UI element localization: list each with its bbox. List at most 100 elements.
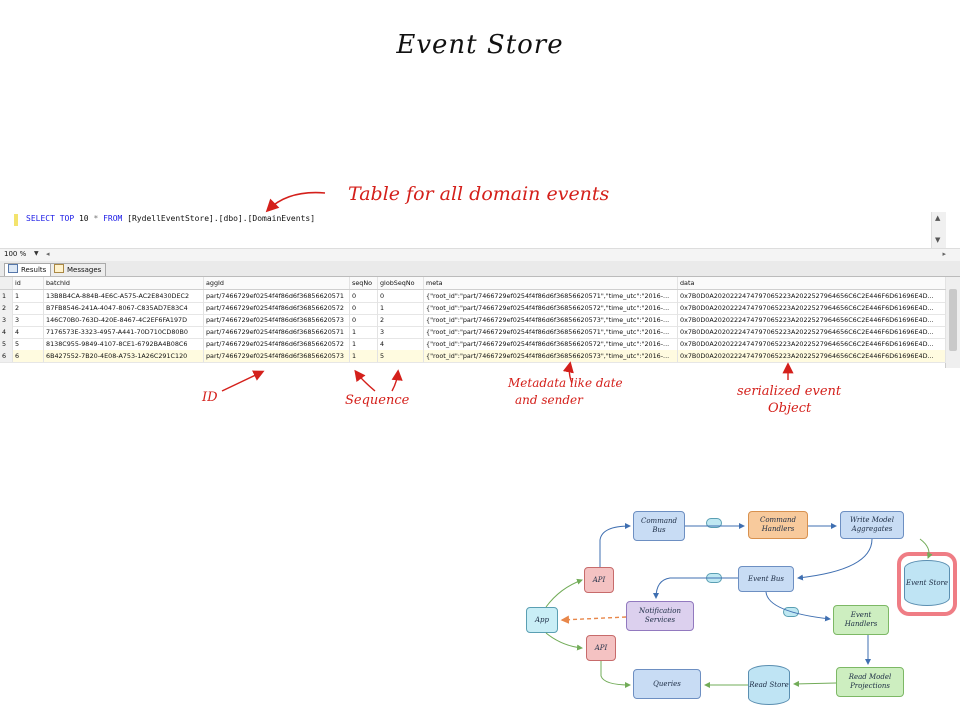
sql-management-screenshot: SELECT TOP 10 * FROM [RydellEventStore].… <box>0 212 960 368</box>
cell-aggid[interactable]: part/7466729ef0254f4f86d6f36856620572 <box>204 338 350 350</box>
table-arrow <box>265 191 326 213</box>
read-model-projections-node: Read Model Projections <box>836 667 904 697</box>
command-bus-node: Command Bus <box>633 511 685 541</box>
cell-globseqno[interactable]: 0 <box>378 290 424 302</box>
editor-scrollbar[interactable]: ▲ ▼ <box>931 212 946 248</box>
annotation-id: ID <box>202 390 218 405</box>
cell-rownum[interactable]: 6 <box>0 350 13 362</box>
column-header-globseqno[interactable]: globSeqNo <box>378 277 424 289</box>
column-header-id[interactable]: id <box>13 277 44 289</box>
column-header-aggid[interactable]: aggId <box>204 277 350 289</box>
cell-aggid[interactable]: part/7466729ef0254f4f86d6f36856620572 <box>204 302 350 314</box>
app-to-api-top <box>545 578 583 608</box>
cell-id[interactable]: 4 <box>13 326 44 338</box>
cell-data[interactable]: 0x7B0D0A2020222474797065223A202252796465… <box>678 350 946 362</box>
cell-seqno[interactable]: 0 <box>350 314 378 326</box>
column-header-batchid[interactable]: batchId <box>44 277 204 289</box>
cell-seqno[interactable]: 0 <box>350 290 378 302</box>
cell-rownum[interactable]: 4 <box>0 326 13 338</box>
cell-meta[interactable]: {"root_id":"part/7466729ef0254f4f86d6f36… <box>424 314 678 326</box>
cell-batchid[interactable]: 7176573E-3323-4957-A441-70D710CD80B0 <box>44 326 204 338</box>
cell-aggid[interactable]: part/7466729ef0254f4f86d6f36856620573 <box>204 350 350 362</box>
cell-rownum[interactable]: 5 <box>0 338 13 350</box>
scroll-left-icon[interactable]: ◂ <box>46 250 50 258</box>
cell-id[interactable]: 6 <box>13 350 44 362</box>
cell-meta[interactable]: {"root_id":"part/7466729ef0254f4f86d6f36… <box>424 338 678 350</box>
zoom-level[interactable]: 100 % <box>4 250 27 258</box>
annotation-serialized-2: Object <box>768 401 812 416</box>
cell-data[interactable]: 0x7B0D0A2020222474797065223A202252796465… <box>678 326 946 338</box>
column-header-meta[interactable]: meta <box>424 277 678 289</box>
cell-batchid[interactable]: 6B427552-7B20-4E08-A753-1A26C291C120 <box>44 350 204 362</box>
cell-meta[interactable]: {"root_id":"part/7466729ef0254f4f86d6f36… <box>424 290 678 302</box>
read-store-node: Read Store <box>748 665 790 705</box>
grid-icon <box>8 264 18 273</box>
scroll-up-icon[interactable]: ▲ <box>935 214 941 222</box>
command-handlers-node: Command Handlers <box>748 511 808 539</box>
cell-meta[interactable]: {"root_id":"part/7466729ef0254f4f86d6f36… <box>424 350 678 362</box>
scroll-right-icon[interactable]: ▸ <box>942 250 946 258</box>
cell-data[interactable]: 0x7B0D0A2020222474797065223A202252796465… <box>678 338 946 350</box>
cell-meta[interactable]: {"root_id":"part/7466729ef0254f4f86d6f36… <box>424 326 678 338</box>
cell-globseqno[interactable]: 3 <box>378 326 424 338</box>
cell-batchid[interactable]: B7FB8546-241A-4047-8067-C835AD7E83C4 <box>44 302 204 314</box>
cell-batchid[interactable]: 146C70B0-763D-420E-8467-4C2EF6FA197D <box>44 314 204 326</box>
cell-globseqno[interactable]: 4 <box>378 338 424 350</box>
editor-margin-marker <box>14 214 18 226</box>
event-store-node: Event Store <box>904 560 950 606</box>
cell-id[interactable]: 1 <box>13 290 44 302</box>
cell-aggid[interactable]: part/7466729ef0254f4f86d6f36856620573 <box>204 314 350 326</box>
cell-data[interactable]: 0x7B0D0A2020222474797065223A202252796465… <box>678 290 946 302</box>
scroll-down-icon[interactable]: ▼ <box>935 236 941 244</box>
cell-seqno[interactable]: 1 <box>350 350 378 362</box>
tab-results[interactable]: Results <box>4 263 52 276</box>
cell-seqno[interactable]: 1 <box>350 338 378 350</box>
cell-meta[interactable]: {"root_id":"part/7466729ef0254f4f86d6f36… <box>424 302 678 314</box>
cell-batchid[interactable]: 13B8B4CA-884B-4E6C-A575-AC2E8430DEC2 <box>44 290 204 302</box>
cell-data[interactable]: 0x7B0D0A2020222474797065223A202252796465… <box>678 314 946 326</box>
cell-seqno[interactable]: 1 <box>350 326 378 338</box>
column-header-data[interactable]: data <box>678 277 946 289</box>
event-bus-node: Event Bus <box>738 566 794 592</box>
app-node: App <box>526 607 558 633</box>
cell-rownum[interactable]: 1 <box>0 290 13 302</box>
event-handlers-node: Event Handlers <box>833 605 889 635</box>
cell-aggid[interactable]: part/7466729ef0254f4f86d6f36856620571 <box>204 290 350 302</box>
write-to-eventbus <box>797 538 873 581</box>
column-header-seqno[interactable]: seqNo <box>350 277 378 289</box>
column-header-rownum[interactable] <box>0 277 13 289</box>
query-editor[interactable]: SELECT TOP 10 * FROM [RydellEventStore].… <box>0 212 946 248</box>
page-title: Event Store <box>396 30 564 60</box>
cell-globseqno[interactable]: 1 <box>378 302 424 314</box>
cell-aggid[interactable]: part/7466729ef0254f4f86d6f36856620571 <box>204 326 350 338</box>
seq-arrow-1 <box>354 369 376 392</box>
api-bottom-node: API <box>586 635 616 661</box>
cell-id[interactable]: 3 <box>13 314 44 326</box>
cell-globseqno[interactable]: 2 <box>378 314 424 326</box>
chevron-down-icon[interactable]: ▼ <box>34 250 39 257</box>
cell-globseqno[interactable]: 5 <box>378 350 424 362</box>
id-arrow <box>221 370 265 392</box>
api-to-queries <box>600 661 631 688</box>
sql-query-text[interactable]: SELECT TOP 10 * FROM [RydellEventStore].… <box>26 214 316 223</box>
cell-rownum[interactable]: 3 <box>0 314 13 326</box>
api-to-cmdbus <box>599 523 631 567</box>
queue-pipe-icon <box>783 607 799 617</box>
cell-batchid[interactable]: 8138C955-9849-4107-8CE1-6792BA4B08C6 <box>44 338 204 350</box>
cell-seqno[interactable]: 0 <box>350 302 378 314</box>
scroll-thumb[interactable] <box>949 289 957 351</box>
annotation-metadata-2: and sender <box>515 393 583 407</box>
grid-scrollbar[interactable] <box>945 277 960 368</box>
cell-id[interactable]: 2 <box>13 302 44 314</box>
tab-messages[interactable]: Messages <box>50 263 107 276</box>
cell-rownum[interactable]: 2 <box>0 302 13 314</box>
cell-data[interactable]: 0x7B0D0A2020222474797065223A202252796465… <box>678 302 946 314</box>
cell-id[interactable]: 5 <box>13 338 44 350</box>
